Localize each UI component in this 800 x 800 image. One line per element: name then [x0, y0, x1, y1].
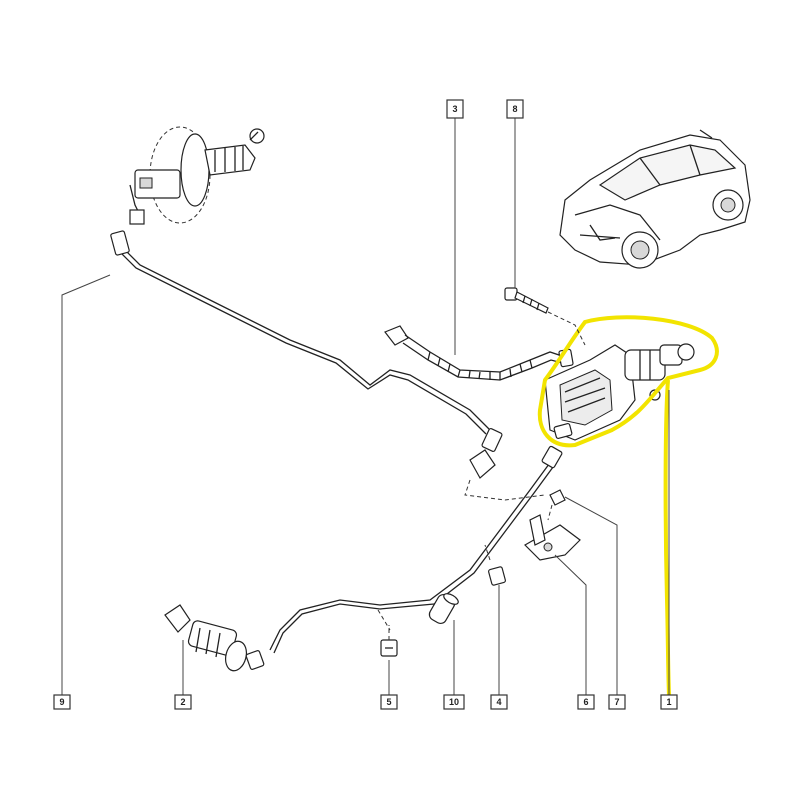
clip-icon: [380, 625, 398, 657]
callout-2[interactable]: 2: [174, 694, 192, 710]
callout-6[interactable]: 6: [577, 694, 595, 710]
highlight-outline: [537, 315, 719, 448]
slave-cylinder-icon: [164, 604, 265, 672]
callout-5[interactable]: 5: [380, 694, 398, 710]
callout-7[interactable]: 7: [608, 694, 626, 710]
leader-lines: [61, 118, 670, 695]
brake-booster-icon: [129, 126, 265, 225]
sleeve-icon: [428, 593, 459, 625]
svg-text:7: 7: [614, 697, 619, 707]
bracket-icon: [524, 489, 581, 561]
callout-10[interactable]: 10: [443, 694, 465, 710]
pipe-to-slave: [269, 445, 563, 654]
callout-4[interactable]: 4: [490, 694, 508, 710]
svg-text:2: 2: [180, 697, 185, 707]
callout-1[interactable]: 1: [660, 694, 678, 710]
callout-3[interactable]: 3: [446, 99, 464, 119]
svg-text:6: 6: [583, 697, 588, 707]
callout-8[interactable]: 8: [506, 99, 524, 119]
svg-text:4: 4: [496, 697, 501, 707]
clip-4-icon: [484, 544, 506, 586]
hose-3: [384, 325, 574, 381]
highlight-leader: [663, 379, 671, 696]
svg-text:3: 3: [452, 104, 457, 114]
callout-9[interactable]: 9: [53, 694, 71, 710]
pipe-9: [110, 230, 546, 501]
svg-text:9: 9: [59, 697, 64, 707]
svg-text:5: 5: [386, 697, 391, 707]
master-cylinder-icon: [544, 343, 695, 441]
bolt-icon: [504, 287, 586, 346]
svg-text:8: 8: [512, 104, 517, 114]
car-illustration-icon: [559, 129, 751, 269]
svg-text:1: 1: [666, 697, 671, 707]
svg-text:10: 10: [449, 697, 459, 707]
